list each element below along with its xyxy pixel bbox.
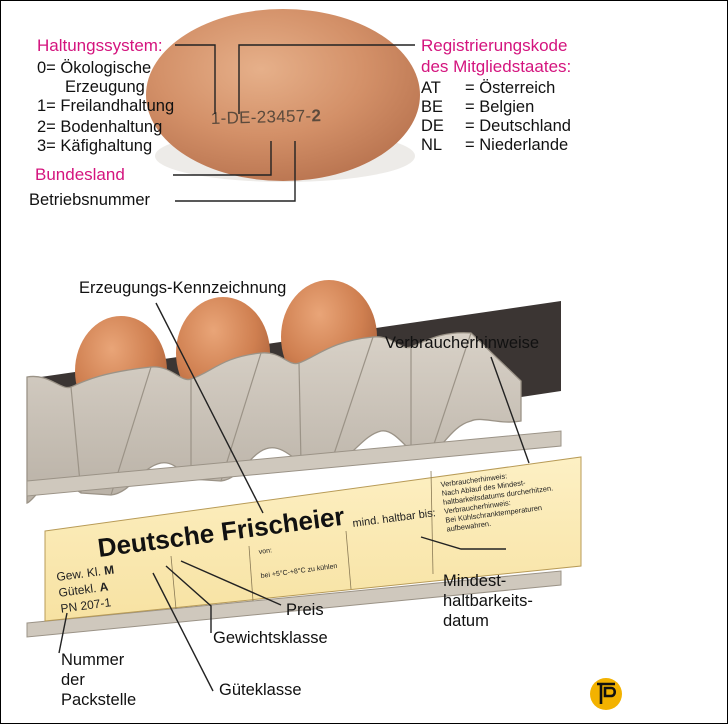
eq-sign: = <box>465 117 479 135</box>
betriebsnummer-label: Betriebsnummer <box>29 191 150 210</box>
egg-stamp-code: 1-DE-23457-2 <box>211 106 322 128</box>
country-code: NL <box>421 136 465 155</box>
eq-sign: = <box>465 98 479 116</box>
tp-logo-icon <box>590 678 622 710</box>
registrierung-title-2: des Mitgliedstaates: <box>421 57 571 76</box>
country-code: DE <box>421 117 465 136</box>
haltung-item-0: 0= Ökologische <box>37 59 151 78</box>
registrierung-title-1: Registrierungskode <box>421 36 567 55</box>
mindest-label-3: datum <box>443 612 489 631</box>
country-row-nl: NL= Niederlande <box>421 136 621 155</box>
haltung-item-1: Erzeugung <box>65 78 145 97</box>
country-code: BE <box>421 98 465 117</box>
nummer-label-3: Packstelle <box>61 691 136 710</box>
eq-sign: = <box>465 79 479 97</box>
country-name: Österreich <box>479 79 555 97</box>
bundesland-label: Bundesland <box>35 165 125 184</box>
country-name: Belgien <box>479 98 534 116</box>
mindest-label-1: Mindest- <box>443 572 506 591</box>
nummer-label-2: der <box>61 671 85 690</box>
haltung-item-3: 2= Bodenhaltung <box>37 118 162 137</box>
haltung-item-2: 1= Freilandhaltung <box>37 97 174 116</box>
country-name: Niederlande <box>479 136 568 154</box>
verbraucherhinweise-label: Verbraucherhinweise <box>385 334 539 353</box>
haltungssystem-title: Haltungssystem: <box>37 36 163 55</box>
country-row-de: DE= Deutschland <box>421 117 621 136</box>
country-name: Deutschland <box>479 117 571 135</box>
haltung-item-4: 3= Käfighaltung <box>37 137 152 156</box>
eq-sign: = <box>465 136 479 154</box>
country-row-be: BE= Belgien <box>421 98 621 117</box>
gueteklasse-label: Güteklasse <box>219 681 302 700</box>
gewichtsklasse-label: Gewichtsklasse <box>213 629 328 648</box>
preis-label: Preis <box>286 601 324 620</box>
erzeugungs-kennzeichnung-label: Erzeugungs-Kennzeichnung <box>79 279 286 298</box>
country-row-at: AT= Österreich <box>421 79 621 98</box>
nummer-label-1: Nummer <box>61 651 124 670</box>
egg-image <box>146 9 420 181</box>
country-code: AT <box>421 79 465 98</box>
mindest-label-2: haltbarkeits- <box>443 592 533 611</box>
